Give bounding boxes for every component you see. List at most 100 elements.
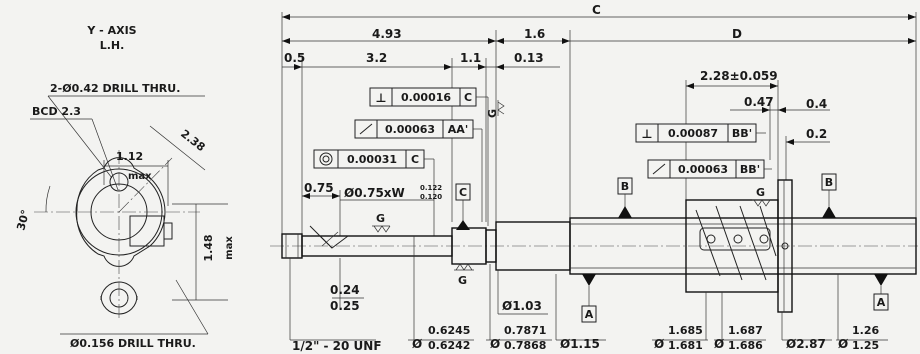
datum-a-box: [873, 293, 889, 311]
datum-b-right: B: [825, 176, 833, 189]
datum-c: C: [459, 186, 467, 199]
dia-symbol: Ø: [412, 337, 422, 351]
return-tube: [699, 227, 771, 251]
center-line: [118, 157, 173, 213]
dim-d: D: [732, 27, 742, 41]
keyway-lower: 0.120: [420, 193, 442, 201]
dim-126: 1.26: [852, 324, 879, 337]
tolerance-value: 0.00063: [678, 163, 728, 176]
datum-ref: C: [464, 91, 472, 104]
dim-05: 0.5: [284, 51, 305, 65]
runout-symbol: [359, 123, 373, 135]
arrow: [282, 38, 290, 44]
arrow: [332, 193, 340, 199]
leader-line: [175, 279, 209, 335]
dim-04: 0.4: [806, 97, 827, 111]
datum-ref: BB': [732, 127, 752, 140]
datum-a-left: A: [585, 308, 594, 321]
runout-symbol: [652, 163, 666, 175]
view-title: Y - AXIS: [86, 24, 136, 37]
dia-symbol: Ø: [490, 337, 500, 351]
perpendicularity-frame: ⊥ 0.00016 C: [369, 87, 489, 226]
concentricity-frame: 0.00031 C: [313, 149, 435, 236]
bottom-dimensions: 0.24 0.25 1/2" - 20 UNF Ø 0.6245 0.6242 …: [289, 256, 888, 353]
datum-triangle: [822, 206, 836, 218]
arrow: [488, 38, 496, 44]
dim-025: 0.25: [330, 299, 360, 313]
dim-32: 3.2: [366, 51, 387, 65]
tolerance-value: 0.00031: [347, 153, 397, 166]
dim-max: max: [224, 236, 235, 260]
perpendicular-symbol: ⊥: [642, 127, 653, 141]
dim-013: 0.13: [514, 51, 544, 65]
angle-arc: [45, 185, 51, 213]
dim-125: 1.25: [852, 339, 879, 352]
screw-thread-section: [569, 217, 917, 275]
runout-frame-1: 0.00063 AA': [354, 119, 483, 222]
arrow: [778, 107, 786, 113]
arrow: [444, 64, 452, 70]
arrow: [770, 83, 778, 89]
grind-mark: G: [756, 186, 765, 199]
dim-label: 1.12: [116, 150, 143, 163]
dim-1686: 1.686: [728, 339, 763, 352]
datum-markers: C B B A A G G G G: [372, 100, 889, 323]
arrow: [908, 14, 916, 20]
datum-triangle: [582, 274, 596, 286]
dim-6242: 0.6242: [428, 339, 470, 352]
dim-1681: 1.681: [668, 339, 703, 352]
arrow: [908, 38, 916, 44]
dim-7868: 0.7868: [504, 339, 546, 352]
datum-a-right: A: [877, 296, 886, 309]
tolerance-value: 0.00063: [385, 123, 435, 136]
key-block: [129, 215, 165, 247]
datum-ref: AA': [448, 123, 468, 136]
arrow: [496, 38, 504, 44]
grind-mark: G: [458, 274, 467, 287]
grind-mark: G: [486, 109, 499, 118]
keyway-upper: 0.122: [420, 184, 442, 192]
arrow: [496, 64, 504, 70]
bcd-label: BCD 2.3: [32, 105, 81, 118]
ball-path: [695, 205, 777, 281]
dim-103: Ø1.03: [502, 299, 542, 313]
datum-ref: BB': [740, 163, 760, 176]
arrow: [302, 193, 310, 199]
view-subtitle: L.H.: [100, 39, 125, 52]
tolerance-frames: ⊥ 0.00016 C 0.00063 AA' 0.00031 C: [313, 87, 772, 236]
dim-6245: 0.6245: [428, 324, 470, 337]
dim-115: Ø1.15: [560, 337, 600, 351]
dim-7871: 0.7871: [504, 324, 546, 337]
dimension-line: [149, 125, 206, 171]
flange-outline: [76, 157, 166, 267]
datum-a-box: [581, 305, 597, 323]
dim-1685: 1.685: [668, 324, 703, 337]
dim-02: 0.2: [806, 127, 827, 141]
dim-228: 2.28±0.059: [700, 69, 778, 83]
leader-line: [47, 95, 113, 179]
dim-493: 4.93: [372, 27, 402, 41]
dim-11: 1.1: [460, 51, 481, 65]
end-view: Y - AXIS L.H. 2-Ø0.42 DRILL THRU. BCD 2.…: [14, 24, 235, 350]
drill-note-top: 2-Ø0.42 DRILL THRU.: [50, 82, 180, 95]
arrow: [478, 64, 486, 70]
tolerance-value: 0.00087: [668, 127, 718, 140]
keyway-note: Ø0.75xW 0.122 0.120: [340, 184, 442, 201]
dia-symbol: Ø: [838, 337, 848, 351]
datum-triangle: [618, 206, 632, 218]
arrow: [762, 107, 770, 113]
leader-line: [91, 118, 119, 191]
datum-triangle: [456, 220, 470, 230]
tolerance-value: 0.00016: [401, 91, 451, 104]
dia-symbol: Ø: [714, 337, 724, 351]
dim-075: 0.75: [304, 181, 334, 195]
screw-shaft: [270, 179, 918, 313]
dim-max: max: [128, 171, 152, 182]
arrow: [786, 139, 794, 145]
dim-1687: 1.687: [728, 324, 763, 337]
dim-287: Ø2.87: [786, 337, 826, 351]
runout-frame-2: 0.00063 BB': [647, 159, 772, 179]
perpendicular-symbol: ⊥: [376, 91, 387, 105]
arrow: [294, 64, 302, 70]
keyway-size: Ø0.75xW: [344, 186, 405, 200]
